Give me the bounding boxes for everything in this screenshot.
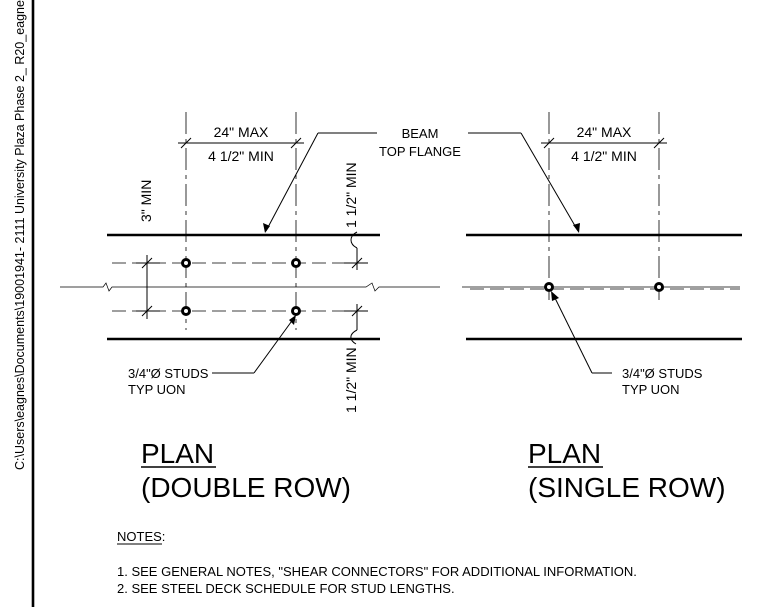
leader-arrowhead xyxy=(573,223,580,233)
stud-hole xyxy=(294,261,298,265)
dimension-tick xyxy=(653,137,665,149)
dim-min-text: 4 1/2" MIN xyxy=(571,148,637,164)
leader-line xyxy=(350,329,358,345)
stud-hole xyxy=(547,285,551,289)
leader-line xyxy=(350,231,358,249)
notes-heading: NOTES: xyxy=(117,529,165,544)
note-item: 2. SEE STEEL DECK SCHEDULE FOR STUD LENG… xyxy=(117,581,455,596)
detail-title: PLAN xyxy=(141,438,214,469)
stud-leader xyxy=(552,293,593,374)
stud-hole xyxy=(184,261,188,265)
top-flange-label: TOP FLANGE xyxy=(379,144,461,159)
studs-label: 3/4"Ø STUDS xyxy=(622,366,703,381)
leader-arrowhead xyxy=(263,223,270,233)
detail-title: PLAN xyxy=(528,438,601,469)
file-path-text: C:\Users\eagnes\Documents\19001941- 2111… xyxy=(13,0,27,470)
beam-leader xyxy=(520,132,579,232)
stud-hole xyxy=(294,309,298,313)
dim-max-text: 24" MAX xyxy=(577,124,632,140)
dim-min-text: 4 1/2" MIN xyxy=(208,148,274,164)
studs-typ-label: TYP UON xyxy=(622,382,680,397)
row-spacing-text: 3" MIN xyxy=(138,180,154,222)
beam-centerline xyxy=(60,282,440,292)
dimension-tick xyxy=(180,137,192,149)
edge-bottom-text: 1 1/2" MIN xyxy=(343,347,359,413)
dim-max-text: 24" MAX xyxy=(214,124,269,140)
double-row-detail: 24" MAX 4 1/2" MIN 3" MIN 1 1/2" MIN 1 1… xyxy=(60,112,580,503)
studs-label: 3/4"Ø STUDS xyxy=(128,366,209,381)
single-row-detail: 24" MAX 4 1/2" MIN 3/4"Ø STUDS TYP UON P… xyxy=(462,112,742,503)
edge-top-text: 1 1/2" MIN xyxy=(343,162,359,228)
leader-arrowhead xyxy=(551,291,559,301)
beam-leader xyxy=(265,132,319,232)
stud-hole xyxy=(657,285,661,289)
studs-typ-label: TYP UON xyxy=(128,382,186,397)
dimension-tick xyxy=(543,137,555,149)
detail-subtitle: (DOUBLE ROW) xyxy=(141,472,351,503)
notes-block: NOTES: 1. SEE GENERAL NOTES, "SHEAR CONN… xyxy=(117,529,637,596)
note-item: 1. SEE GENERAL NOTES, "SHEAR CONNECTORS"… xyxy=(117,564,637,579)
stud-leader xyxy=(253,317,295,374)
detail-subtitle: (SINGLE ROW) xyxy=(528,472,726,503)
stud-hole xyxy=(184,309,188,313)
leader-arrowhead xyxy=(289,315,296,325)
dimension-tick xyxy=(290,137,302,149)
beam-label: BEAM xyxy=(402,126,439,141)
